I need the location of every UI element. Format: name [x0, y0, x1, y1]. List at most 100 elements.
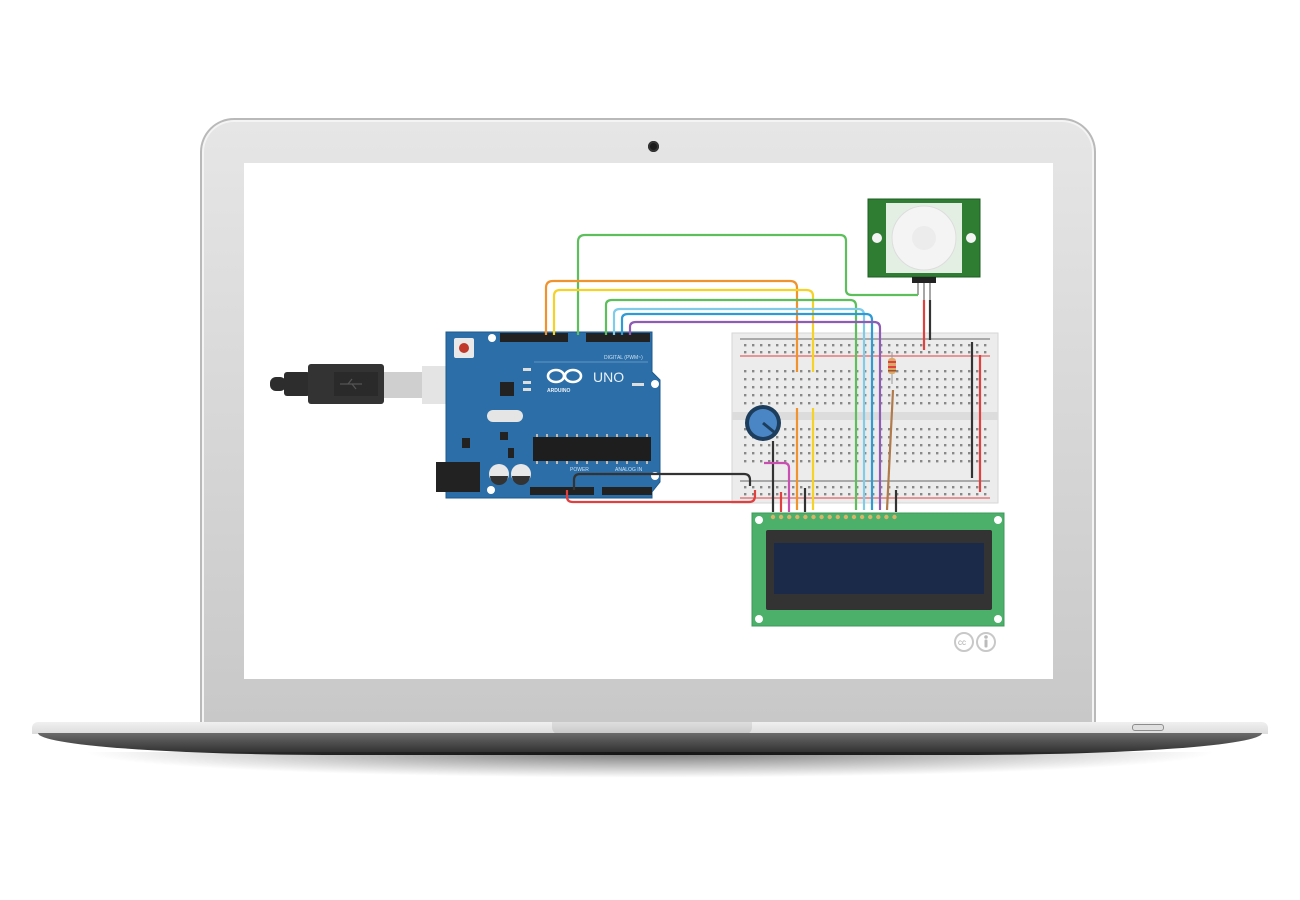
breadboard-hole [784, 436, 787, 439]
breadboard-hole [920, 351, 923, 354]
breadboard-hole [936, 460, 939, 463]
breadboard-hole [928, 394, 931, 397]
breadboard-hole [880, 394, 883, 397]
breadboard-hole [936, 344, 939, 347]
breadboard-hole [904, 351, 907, 354]
breadboard-hole [768, 452, 771, 455]
breadboard-hole [888, 402, 891, 405]
breadboard-hole [976, 493, 979, 496]
breadboard-hole [912, 351, 915, 354]
analog-header [602, 487, 652, 495]
breadboard-hole [744, 386, 747, 389]
breadboard-hole [976, 370, 979, 373]
breadboard-hole [824, 386, 827, 389]
breadboard-hole [920, 378, 923, 381]
breadboard-hole [968, 486, 971, 489]
breadboard-hole [976, 436, 979, 439]
breadboard-hole [912, 402, 915, 405]
breadboard-hole [856, 460, 859, 463]
breadboard-hole [920, 493, 923, 496]
breadboard-hole [768, 460, 771, 463]
breadboard-hole [768, 493, 771, 496]
breadboard-hole [848, 444, 851, 447]
breadboard-hole [752, 486, 755, 489]
attribution-icon [984, 635, 988, 648]
breadboard-hole [768, 370, 771, 373]
breadboard-hole [744, 428, 747, 431]
breadboard-hole [800, 402, 803, 405]
breadboard-hole [784, 493, 787, 496]
breadboard-hole [808, 486, 811, 489]
breadboard-hole [752, 351, 755, 354]
breadboard-hole [792, 436, 795, 439]
breadboard-hole [976, 486, 979, 489]
wire-lightblue-lcd [612, 307, 866, 510]
breadboard-hole [760, 344, 763, 347]
breadboard-hole [984, 493, 987, 496]
breadboard-hole [872, 444, 875, 447]
breadboard-hole [872, 486, 875, 489]
breadboard-hole [800, 386, 803, 389]
breadboard-hole [776, 493, 779, 496]
breadboard-hole [880, 444, 883, 447]
breadboard-hole [816, 493, 819, 496]
breadboard-hole [840, 452, 843, 455]
breadboard-hole [888, 386, 891, 389]
breadboard-hole [840, 386, 843, 389]
breadboard-hole [976, 402, 979, 405]
breadboard-hole [800, 394, 803, 397]
resistor [888, 352, 896, 384]
lcd-pin [843, 514, 849, 520]
breadboard-hole [960, 370, 963, 373]
breadboard-hole [904, 370, 907, 373]
lcd-pin [819, 514, 824, 520]
breadboard-hole [872, 370, 875, 373]
breadboard-hole [880, 460, 883, 463]
breadboard-hole [760, 452, 763, 455]
breadboard-hole [864, 428, 867, 431]
breadboard-hole [800, 452, 803, 455]
breadboard-hole [952, 452, 955, 455]
breadboard-hole [784, 402, 787, 405]
breadboard-hole [864, 394, 867, 397]
breadboard-hole [896, 402, 899, 405]
breadboard-hole [808, 386, 811, 389]
breadboard-hole [768, 486, 771, 489]
breadboard-hole [808, 378, 811, 381]
breadboard-hole [880, 386, 883, 389]
breadboard-hole [864, 493, 867, 496]
breadboard-hole [944, 452, 947, 455]
breadboard-hole [912, 394, 915, 397]
breadboard-hole [912, 386, 915, 389]
breadboard-hole [800, 460, 803, 463]
breadboard-hole [792, 402, 795, 405]
breadboard-hole [952, 394, 955, 397]
breadboard-hole [760, 402, 763, 405]
breadboard-hole [840, 428, 843, 431]
arduino-logo-icon [546, 368, 583, 384]
breadboard-hole [840, 370, 843, 373]
breadboard-hole [816, 486, 819, 489]
breadboard-hole [760, 370, 763, 373]
breadboard-hole [784, 370, 787, 373]
cc-icon: cc [958, 638, 966, 647]
breadboard-hole [872, 402, 875, 405]
breadboard-hole [776, 351, 779, 354]
breadboard-hole [864, 436, 867, 439]
breadboard-hole [920, 436, 923, 439]
breadboard-hole [984, 351, 987, 354]
breadboard-hole [872, 386, 875, 389]
breadboard-hole [792, 370, 795, 373]
breadboard-hole [888, 436, 891, 439]
breadboard-hole [848, 428, 851, 431]
breadboard-hole [808, 344, 811, 347]
breadboard-hole [768, 344, 771, 347]
breadboard-hole [888, 378, 891, 381]
breadboard-hole [784, 452, 787, 455]
breadboard-hole [840, 436, 843, 439]
breadboard-hole [816, 394, 819, 397]
wire-black-gnd [572, 472, 752, 490]
breadboard-hole [752, 378, 755, 381]
breadboard-hole [944, 344, 947, 347]
breadboard-hole [816, 452, 819, 455]
